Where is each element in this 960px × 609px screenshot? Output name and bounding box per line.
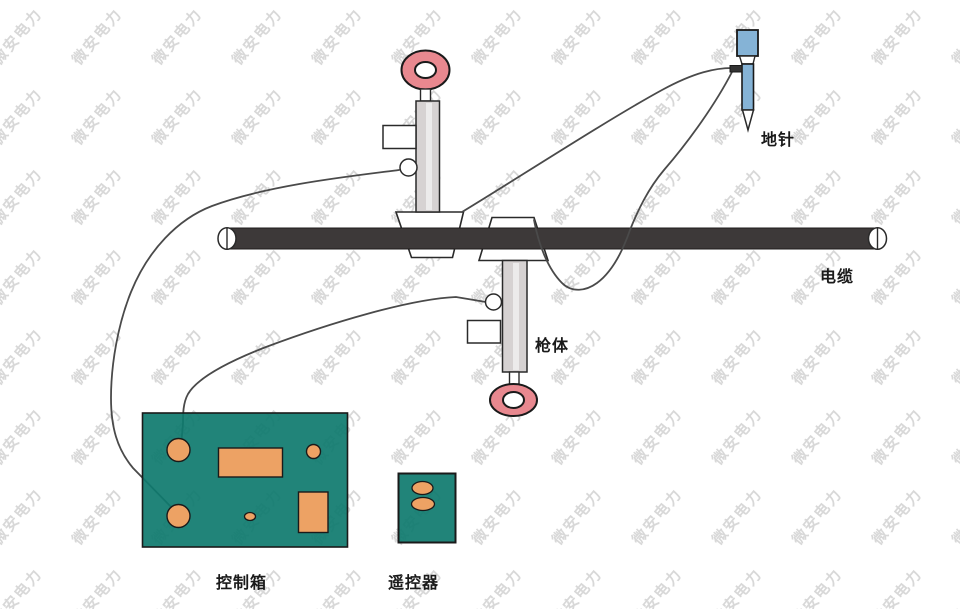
- ground-pin: [729, 29, 759, 133]
- ground-pin-cap: [736, 29, 759, 57]
- remote-control-button-bottom: [410, 496, 436, 512]
- upper-gun-knob: [399, 158, 418, 177]
- remote-control-button-top: [411, 480, 434, 496]
- lower-gun-side-box: [466, 319, 502, 344]
- ground-pin-shaft: [741, 63, 755, 111]
- cable: [218, 227, 887, 250]
- wire-upper-gun-to-control-box: [110, 169, 400, 514]
- upper-gun: [382, 49, 451, 213]
- lower-gun-ring-hole: [502, 391, 525, 409]
- cable-left-endcap: [217, 226, 237, 251]
- lower-gun-knob: [484, 293, 503, 311]
- cable-right-endcap: [867, 226, 888, 251]
- wire-ground-pin-to-lower-clamp: [533, 71, 733, 291]
- remote-control: [397, 472, 457, 544]
- control-box-terminal-bottom: [166, 503, 191, 529]
- wire-upper-clamp-to-ground-pin: [461, 67, 733, 213]
- control-box-small-knob: [305, 443, 322, 460]
- upper-gun-side-box: [382, 124, 417, 150]
- lower-gun-body-highlight: [513, 263, 519, 370]
- control-box: [141, 412, 349, 548]
- ground-pin-tip: [741, 109, 755, 133]
- ground-pin-neck: [738, 55, 756, 65]
- upper-gun-body-highlight: [426, 103, 432, 210]
- control-box-terminal-top: [166, 437, 191, 463]
- ground-pin-wire-connector: [729, 65, 743, 73]
- control-box-display: [217, 447, 284, 478]
- control-box-switch-panel: [297, 491, 329, 534]
- lower-gun: [466, 259, 538, 417]
- control-box-indicator: [243, 511, 257, 522]
- wire-lower-gun-to-control-box: [180, 296, 487, 447]
- upper-gun-stem: [419, 88, 432, 102]
- upper-gun-ring-hole: [414, 61, 437, 79]
